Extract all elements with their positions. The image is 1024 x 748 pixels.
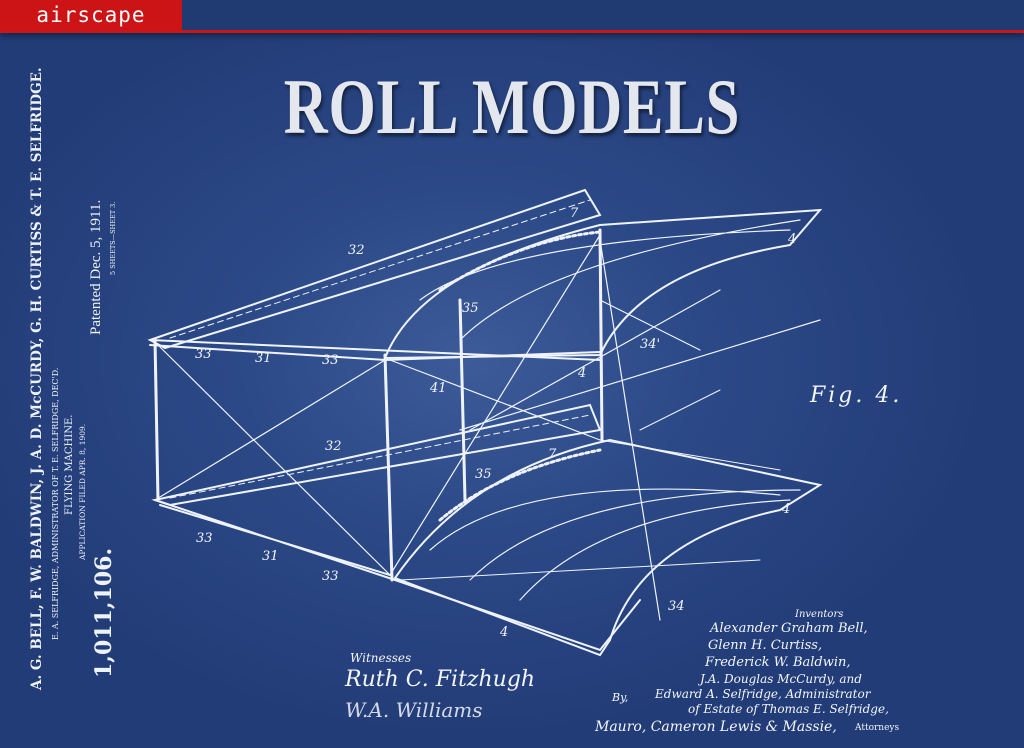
inventor-signature: Frederick W. Baldwin,: [705, 655, 851, 670]
witness-signature: Ruth C. Fitzhugh: [345, 667, 536, 692]
inventor-signature: Alexander Graham Bell,: [710, 621, 868, 636]
inventor-signature: Glenn H. Curtiss,: [708, 638, 823, 653]
part-label: 34': [640, 337, 661, 352]
inventors-label: Inventors: [795, 609, 844, 620]
part-label: 33: [195, 347, 212, 362]
page-title: ROLL MODELS: [283, 63, 741, 150]
part-label: 31: [255, 351, 272, 366]
upper-left-wing: [147, 188, 602, 350]
administrator-signature: Edward A. Selfridge, Administrator: [655, 687, 871, 701]
part-label: 34: [668, 599, 685, 614]
brand-logo[interactable]: airscape: [0, 0, 182, 31]
attorneys-label: Attorneys: [855, 723, 900, 733]
part-label: 4: [782, 502, 791, 517]
lower-left-wing: [151, 403, 602, 507]
part-label: 32: [325, 439, 342, 454]
attorneys-signature: Mauro, Cameron Lewis & Massie,: [595, 719, 837, 735]
part-label: 7: [548, 447, 557, 462]
upper-spar: [149, 339, 601, 362]
figure-label: Fig. 4.: [810, 383, 903, 408]
part-label: 31: [262, 549, 279, 564]
by-label: By,: [612, 691, 629, 704]
part-label: 32: [348, 243, 365, 258]
witness-signature: W.A. Williams: [345, 698, 483, 722]
part-label: 33: [322, 353, 339, 368]
lower-right-wing: [393, 438, 823, 657]
upper-right-wing: [383, 208, 823, 360]
part-label: 7: [570, 206, 579, 221]
part-label: 33: [322, 569, 339, 584]
part-label: 4: [788, 232, 797, 247]
witnesses-label: Witnesses: [350, 651, 412, 665]
part-label: 33: [196, 531, 213, 546]
part-label: 4: [500, 625, 509, 640]
inventor-signature: J.A. Douglas McCurdy, and: [700, 672, 862, 686]
administrator-estate: of Estate of Thomas E. Selfridge,: [688, 702, 889, 716]
part-label: 41: [430, 381, 447, 396]
part-label: 35: [462, 301, 479, 316]
part-label: 4: [578, 366, 587, 381]
part-label: 35: [475, 467, 492, 482]
